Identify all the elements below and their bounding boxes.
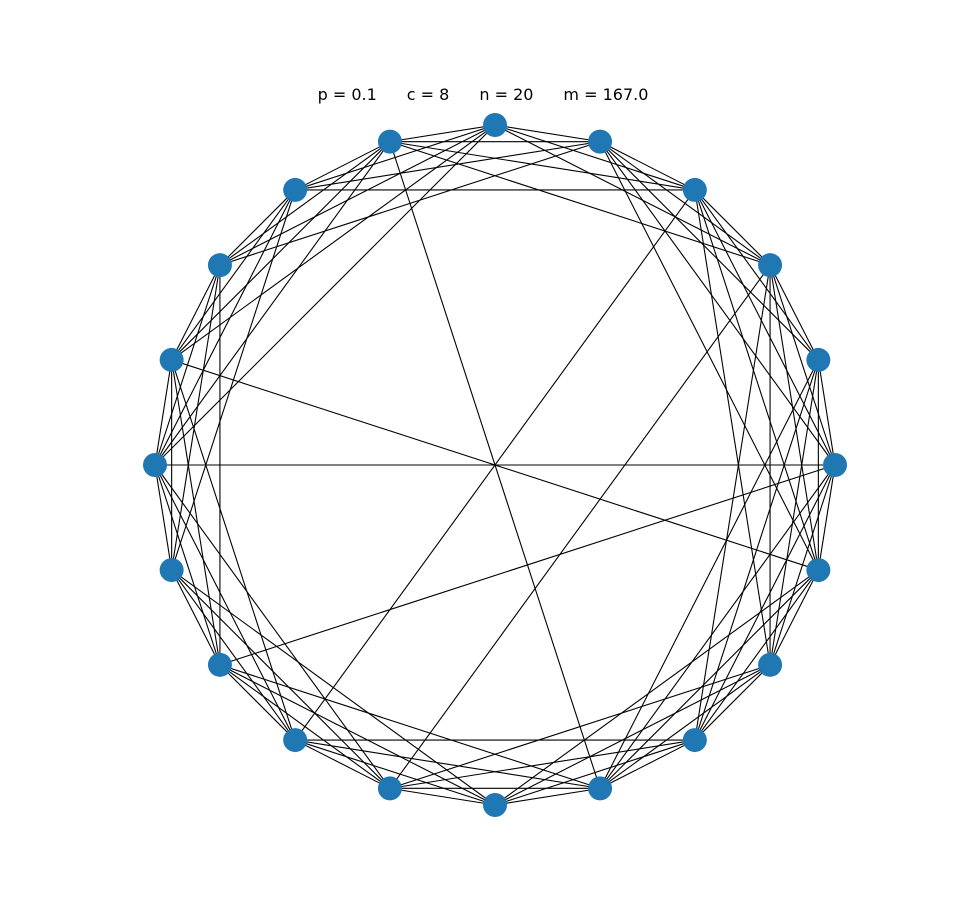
graph-edge	[171, 569, 391, 789]
graph-edge	[599, 359, 819, 789]
graph-edge	[171, 124, 496, 361]
title-m: m = 167.0	[563, 85, 649, 104]
node-layer	[143, 113, 847, 817]
graph-edge	[171, 359, 221, 665]
graph-node	[588, 129, 613, 154]
graph-edge	[295, 739, 601, 789]
graph-edge	[389, 739, 695, 789]
graph-node	[207, 253, 232, 278]
graph-edge	[171, 141, 391, 361]
graph-node	[806, 558, 831, 583]
graph-edge	[694, 569, 819, 741]
graph-edge	[694, 189, 819, 361]
graph-edge	[494, 569, 819, 806]
graph-edge	[694, 265, 771, 741]
graph-node	[682, 728, 707, 753]
graph-edge	[219, 124, 496, 266]
graph-node	[483, 113, 507, 137]
graph-edge	[599, 739, 696, 789]
graph-node	[823, 453, 847, 477]
graph-edge	[599, 464, 836, 789]
graph-node	[159, 347, 184, 372]
graph-edge	[389, 264, 771, 789]
graph-node	[588, 776, 613, 801]
graph-edge	[389, 787, 496, 806]
graph-edge	[171, 569, 221, 666]
graph-edge	[219, 664, 601, 789]
graph-edge	[154, 464, 221, 666]
graph-edge	[769, 264, 819, 361]
graph-node	[758, 652, 783, 677]
graph-edge	[154, 141, 391, 466]
graph-edge	[219, 664, 296, 741]
graph-node	[283, 177, 308, 202]
graph-edge	[171, 264, 221, 361]
graph-edge	[769, 569, 819, 666]
graph-edge	[219, 141, 391, 266]
graph-edge	[154, 464, 391, 789]
graph-node	[283, 728, 308, 753]
graph-edge	[694, 189, 771, 266]
graph-edge	[494, 124, 771, 266]
graph-node	[143, 453, 167, 477]
graph-edge	[599, 664, 771, 789]
graph-edge	[389, 141, 771, 266]
graph-edge	[171, 189, 296, 361]
graph-edge	[154, 124, 496, 466]
graph-edge	[171, 569, 296, 741]
graph-edge	[599, 569, 819, 789]
title-n: n = 20	[479, 85, 534, 104]
plot-title: p = 0.1 c = 8 n = 20 m = 167.0	[0, 85, 966, 104]
graph-edge	[694, 189, 836, 466]
graph-edge	[294, 141, 391, 191]
graph-edge	[154, 189, 296, 466]
title-c: c = 8	[406, 85, 450, 104]
graph-edge	[295, 141, 601, 191]
graph-edge	[171, 359, 296, 741]
graph-edge	[769, 265, 819, 571]
graph-edge	[389, 124, 496, 143]
graph-edge	[599, 141, 696, 191]
title-p: p = 0.1	[317, 85, 377, 104]
graph-node	[207, 652, 232, 677]
graph-edge	[154, 464, 296, 741]
graph-edge	[171, 265, 221, 571]
graph-edge	[694, 189, 771, 665]
graph-edge	[494, 664, 771, 806]
graph-edge	[769, 264, 836, 466]
graph-edge	[494, 124, 601, 143]
graph-node	[758, 253, 783, 278]
graph-edge	[494, 787, 601, 806]
graph-edge	[219, 664, 496, 806]
graph-edge	[154, 359, 173, 466]
graph-node	[806, 347, 831, 372]
graph-edge	[769, 359, 819, 665]
graph-node	[377, 129, 402, 154]
graph-edge	[817, 359, 836, 466]
graph-node	[682, 177, 707, 202]
graph-edge	[694, 189, 819, 571]
edge-layer	[154, 124, 836, 806]
graph-edge	[294, 739, 496, 806]
graph-node	[483, 793, 507, 817]
graph-edge	[389, 141, 695, 191]
graph-edge	[694, 464, 836, 741]
graph-edge	[294, 739, 391, 789]
graph-edge	[171, 359, 819, 571]
graph-edge	[599, 141, 819, 571]
graph-node	[377, 776, 402, 801]
graph-edge	[599, 141, 819, 361]
graph-edge	[219, 189, 296, 266]
graph-edge	[817, 464, 836, 571]
graph-edge	[599, 141, 836, 466]
graph-node	[159, 558, 184, 583]
graph-edge	[154, 464, 173, 571]
graph-edge	[694, 664, 771, 741]
graph-edge	[494, 124, 696, 191]
